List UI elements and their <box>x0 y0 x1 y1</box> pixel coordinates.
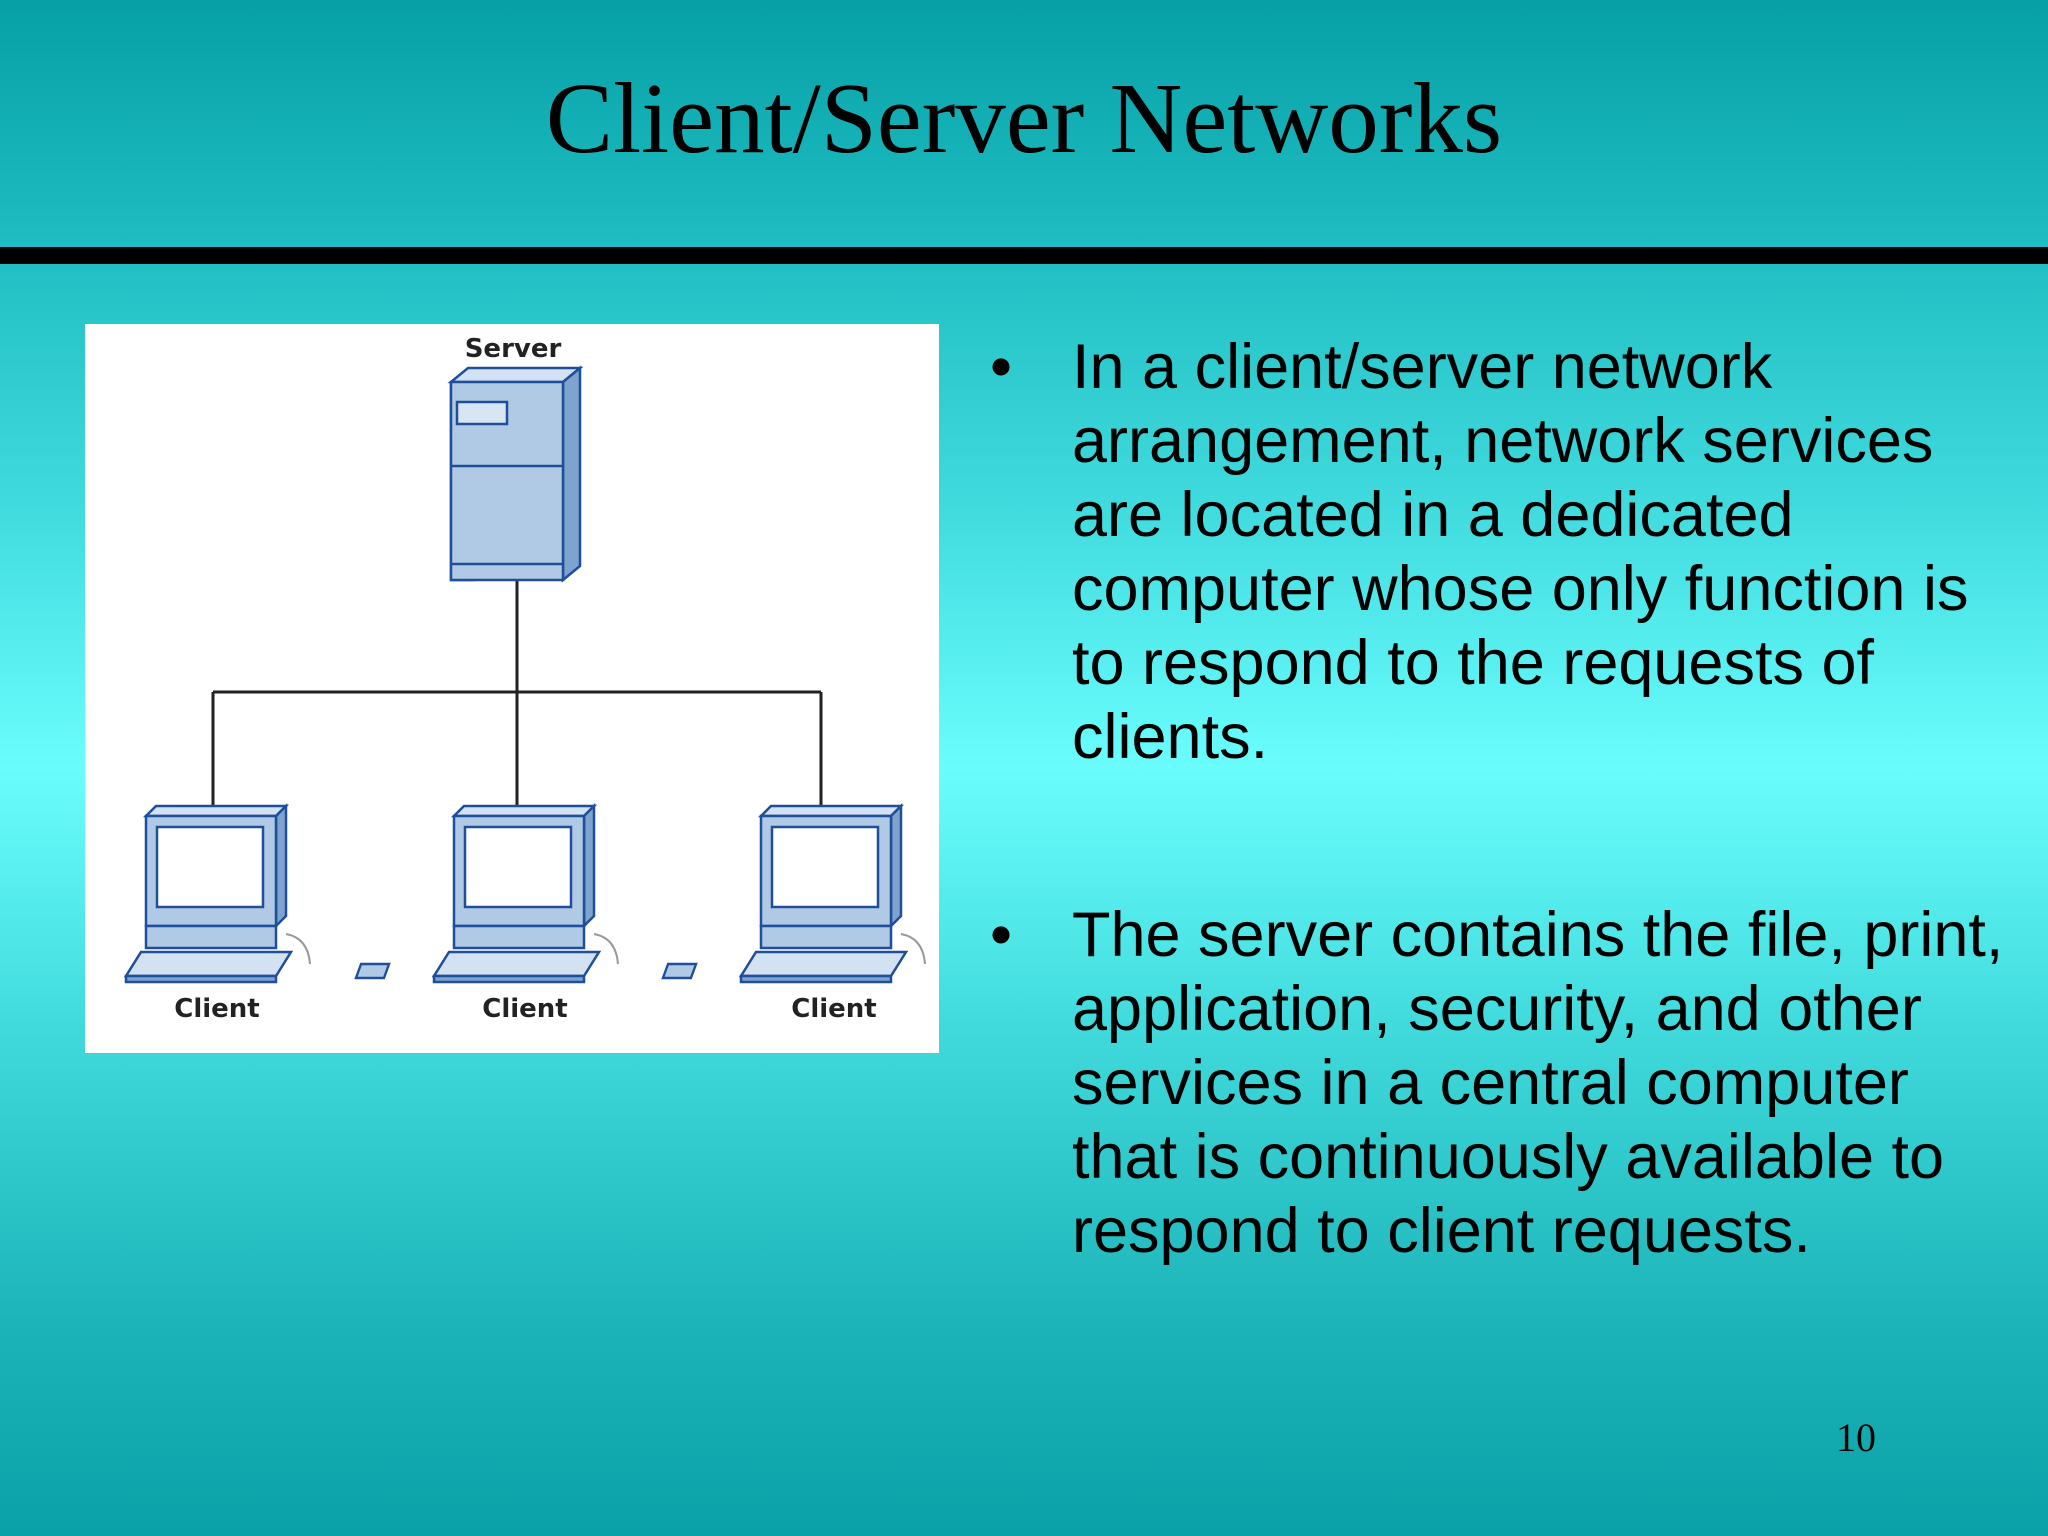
page-number: 10 <box>1836 1415 1876 1460</box>
server-label: Server <box>465 334 562 364</box>
client-computer-icon <box>123 802 311 984</box>
client-label: Client <box>791 994 876 1024</box>
client-computer-icon <box>354 802 619 984</box>
client-computer-icon <box>661 802 926 984</box>
client-label: Client <box>482 994 567 1024</box>
client-label: Client <box>174 994 259 1024</box>
server-tower-icon <box>447 365 584 583</box>
network-diagram-svg: Server <box>123 334 926 1024</box>
bullet-list: • In a client/server network arrangement… <box>990 330 2030 1268</box>
slide-title: Client/Server Networks <box>545 62 1503 174</box>
bullet-text: In a client/server network arrangement, … <box>1072 332 1969 772</box>
bullet-item: • The server contains the file, print, a… <box>990 898 2030 1268</box>
bullet-glyph: • <box>990 900 1013 970</box>
network-connections <box>211 580 823 811</box>
bullet-glyph: • <box>990 332 1013 402</box>
bullet-item: • In a client/server network arrangement… <box>990 330 2030 774</box>
bullet-text: The server contains the file, print, app… <box>1072 900 2004 1266</box>
network-diagram: Server <box>85 324 939 1053</box>
title-divider <box>0 247 2048 264</box>
